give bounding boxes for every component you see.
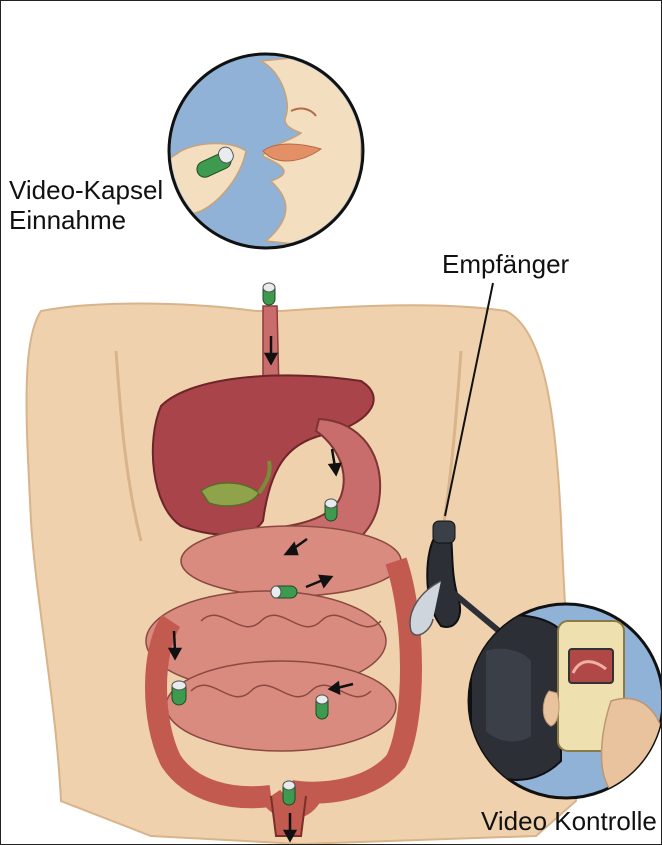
- video-monitor-inset: [469, 604, 661, 798]
- capsule-icon: [172, 681, 186, 705]
- capsule-intake-line2: Einnahme: [9, 205, 163, 235]
- capsule-icon: [325, 499, 337, 521]
- capsule-intake-inset: [166, 41, 367, 261]
- capsule-icon: [271, 586, 297, 598]
- capsule-icon: [263, 283, 275, 305]
- capsule-intake-line1: Video-Kapsel: [9, 175, 163, 205]
- receiver-label: Empfänger: [442, 249, 569, 279]
- capsule-icon: [316, 695, 328, 719]
- video-monitor-label: Video Kontrolle: [481, 806, 657, 836]
- capsule-intake-label: Video-Kapsel Einnahme: [9, 175, 163, 235]
- small-intestine: [146, 526, 401, 751]
- capsule-icon: [283, 781, 295, 805]
